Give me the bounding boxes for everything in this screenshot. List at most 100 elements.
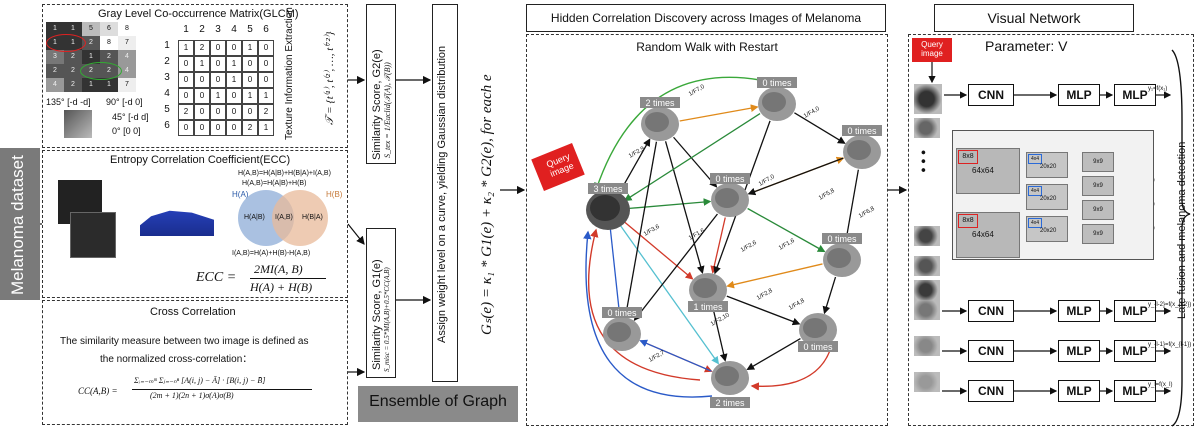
graph-node-count: 0 times — [847, 126, 877, 136]
vn-mlp-row-b: MLP — [1114, 340, 1156, 362]
venn-a: H(A|B) — [244, 214, 265, 221]
ecc-image-back — [70, 212, 116, 258]
glcm-col-header: 1 — [183, 24, 189, 35]
glcm-cell: 1 — [226, 56, 242, 72]
glcm-pixel: 4 — [118, 64, 136, 78]
hcd-panel — [526, 34, 888, 426]
glcm-cell: 0 — [194, 72, 210, 88]
conv-input-size: 64x64 — [972, 166, 994, 175]
graph-node-count: 0 times — [607, 308, 637, 318]
glcm-pixel: 2 — [64, 78, 82, 92]
lesion-thumbnail — [914, 300, 940, 320]
lesion-thumbnail — [914, 280, 940, 300]
glcm-cell: 0 — [210, 56, 226, 72]
glcm-col-header: 2 — [199, 24, 205, 35]
venn-b: H(B|A) — [302, 214, 323, 221]
late-fusion-label: Late fusion and melanoma detection — [1176, 141, 1188, 319]
glcm-cell: 2 — [242, 120, 258, 136]
vn-output-label: y_{l-1}=f(x_{l-1}) — [1148, 342, 1192, 348]
graph-edge — [623, 220, 694, 280]
ecc-formula-num: 2MI(A, B) — [254, 262, 303, 276]
glcm-cell: 0 — [178, 56, 194, 72]
glcm-pixel: 5 — [82, 22, 100, 36]
cc-desc2: the normalized cross-correlation： — [100, 354, 253, 365]
ecc-panel — [42, 150, 348, 298]
lesion-thumbnail — [914, 226, 940, 246]
cc-formula-lhs: CC(A,B) = — [78, 386, 118, 396]
glcm-cell: 0 — [258, 40, 274, 56]
graph-node-tag — [602, 307, 642, 318]
vn-cnn-row: CNN — [968, 340, 1014, 362]
glcm-row-header: 4 — [164, 88, 170, 99]
conv-kernel-4: 4x4 — [1028, 186, 1042, 196]
lesion-thumbnail — [914, 372, 940, 392]
glcm-cell: 1 — [210, 88, 226, 104]
cc-formula-den: (2m + 1)(2n + 1)σ(A)σ(B) — [150, 391, 234, 400]
angle-label-135: 135° [-d -d] — [46, 97, 91, 107]
graph-edge — [746, 338, 801, 371]
venn-bottom: I(A,B)=H(A)+H(B)-H(A,B) — [232, 250, 311, 257]
glcm-pixel: 2 — [100, 50, 118, 64]
glcm-cell: 2 — [178, 104, 194, 120]
glcm-pixel: 2 — [64, 64, 82, 78]
graph-node-tag — [822, 233, 862, 244]
weight-box — [432, 4, 458, 382]
graph-node-count: 3 times — [593, 184, 623, 194]
g1-score-box — [366, 228, 396, 378]
glcm-pixel: 1 — [46, 22, 64, 36]
graph-node-lesion — [715, 366, 739, 386]
graph-node-count: 0 times — [827, 234, 857, 244]
graph-node-lesion — [847, 140, 871, 160]
glcm-cell: 0 — [226, 120, 242, 136]
glcm-pixel: 4 — [118, 50, 136, 64]
glcm-pixel: 1 — [100, 78, 118, 92]
visual-title: Visual Network — [987, 10, 1081, 26]
conv-pool-map: 9x9 — [1082, 224, 1114, 244]
angle-image — [64, 110, 92, 138]
glcm-cell: 0 — [178, 72, 194, 88]
conv-kernel-4: 4x4 — [1028, 154, 1042, 164]
conv-pool-map: 9x9 — [1082, 200, 1114, 220]
cc-panel — [42, 300, 348, 425]
vn-output-label: y_l=f(x_l) — [1148, 382, 1173, 388]
graph-node-count: 2 times — [645, 98, 675, 108]
vn-mlp-row-a: MLP — [1058, 340, 1100, 362]
ecc-formula-lhs: ECC = — [196, 270, 237, 285]
query-tag-visual-label: Query image — [921, 40, 943, 58]
visual-panel — [908, 34, 1194, 426]
graph-node-lesion — [827, 248, 851, 268]
vn-mlp-row-a: MLP — [1058, 380, 1100, 402]
conv-kernel-8: 8x8 — [958, 150, 978, 164]
glcm-highlight-red — [46, 34, 86, 52]
graph-edge — [747, 157, 844, 196]
glcm-cell: 0 — [178, 120, 194, 136]
angle-label-45: 45° [-d d] — [112, 112, 149, 122]
glcm-cell: 0 — [210, 120, 226, 136]
conv-feature-map — [1026, 216, 1068, 242]
glcm-pixel: 8 — [118, 22, 136, 36]
dataset-box — [0, 148, 40, 300]
cc-desc1: The similarity measure between two image… — [60, 336, 309, 347]
glcm-cell: 0 — [226, 104, 242, 120]
glcm-col-header: 4 — [231, 24, 237, 35]
glcm-pixel: 4 — [46, 78, 64, 92]
hcd-title: Hidden Correlation Discovery across Imag… — [550, 11, 862, 25]
glcm-cell: 1 — [258, 120, 274, 136]
glcm-cell: 0 — [226, 88, 242, 104]
angle-label-0: 0° [0 0] — [112, 126, 141, 136]
graph-node-lesion — [762, 92, 786, 112]
graph-node-tag — [710, 173, 750, 184]
glcm-cell: 0 — [194, 88, 210, 104]
graph-node-tag — [710, 397, 750, 408]
graph-node-count: 1 times — [693, 302, 723, 312]
glcm-cell: 0 — [226, 40, 242, 56]
conv-pool-map: 9x9 — [1082, 152, 1114, 172]
graph-edge — [794, 112, 846, 144]
ecc-formula-den: H(A) + H(B) — [250, 280, 313, 294]
vn-mlp-row-a: MLP — [1058, 300, 1100, 322]
glcm-col-header: 5 — [247, 24, 253, 35]
graph-node-lesion — [715, 188, 739, 208]
graph-edge — [679, 104, 759, 122]
graph-node-lesion — [803, 318, 827, 338]
